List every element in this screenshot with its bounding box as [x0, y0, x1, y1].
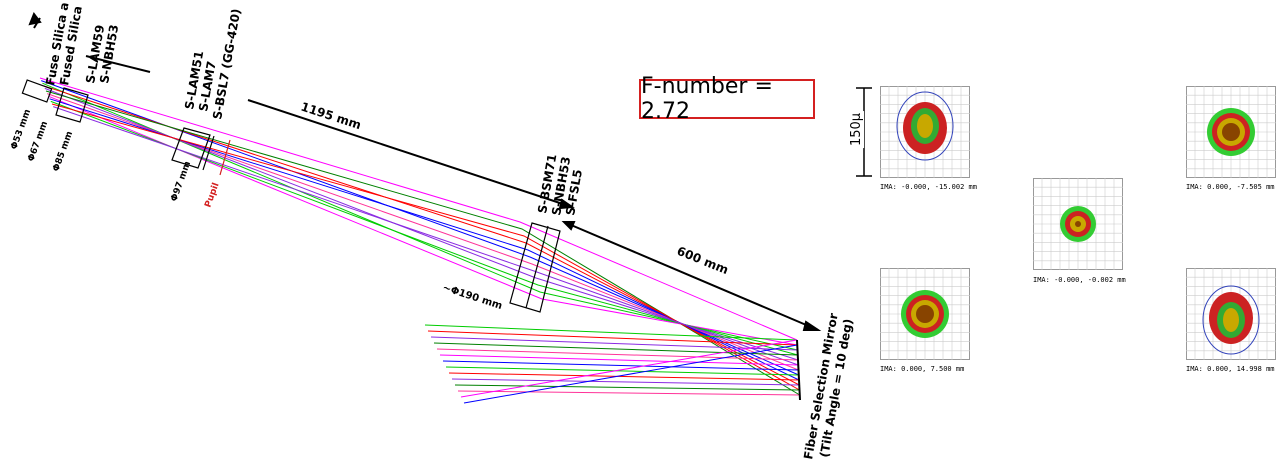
spot-grid — [880, 268, 970, 360]
spot-caption-2: IMA: 0.000, -7.505 mm — [1186, 183, 1275, 191]
reflected-ray — [439, 354, 799, 366]
scale-bar: 150μ — [849, 86, 876, 178]
label-dim-97: Φ97 mm — [169, 160, 193, 203]
ray — [43, 85, 800, 386]
reflected-ray — [448, 372, 800, 381]
ray — [45, 90, 801, 396]
ray — [44, 87, 799, 361]
reflected-ray — [424, 324, 798, 341]
spot-grid — [880, 86, 970, 178]
spot-caption-3: IMA: -0.000, -0.002 mm — [1033, 276, 1126, 284]
spot-grid — [1186, 86, 1276, 178]
spot-diagram-4 — [880, 268, 970, 360]
ray — [47, 93, 799, 371]
reflected-ray — [436, 348, 799, 361]
lens-group-front — [21, 79, 89, 123]
reflected-ray — [457, 390, 800, 396]
f-number-text: F-number = 2.72 — [641, 74, 773, 124]
ray — [51, 103, 800, 391]
label-dim-53: Φ53 mm — [9, 108, 33, 151]
reflected-ray — [454, 384, 800, 391]
label-dim-85: Φ85 mm — [51, 130, 75, 173]
ray — [49, 98, 800, 381]
ray — [39, 77, 798, 341]
scale-label: 150μ — [849, 110, 865, 149]
reflected-ray — [442, 360, 799, 371]
diagram-labels: Fuse Silica a Fused Silica S-LAM59 S-NBH… — [9, 1, 855, 460]
reflected-ray — [445, 366, 799, 376]
reflected-ray — [433, 342, 798, 356]
f-number-box: F-number = 2.72 — [639, 74, 815, 124]
ray — [50, 100, 798, 356]
spot-caption-4: IMA: 0.000, 7.500 mm — [880, 365, 965, 373]
spot-diagram-2 — [1186, 86, 1276, 178]
reflected-ray — [451, 378, 800, 386]
ray-bundle — [39, 77, 801, 404]
spot-diagram-1 — [880, 86, 970, 178]
spot-caption-5: IMA: 0.000, 14.998 mm — [1186, 365, 1275, 373]
reflected-ray — [460, 339, 798, 398]
spot-diagram-5 — [1186, 268, 1276, 360]
label-dim-190: ~Φ190 mm — [441, 282, 503, 312]
spot-grid — [1186, 268, 1276, 360]
fiber-selection-mirror — [796, 339, 801, 401]
dimension-arrows — [28, 11, 822, 331]
spot-diagram-3 — [1033, 178, 1123, 270]
ray — [48, 95, 798, 346]
reflected-ray — [430, 336, 798, 351]
spot-caption-1: IMA: -0.000, -15.002 mm — [880, 183, 977, 191]
ray — [41, 80, 799, 376]
label-pupil: Pupil — [203, 182, 221, 209]
lens-group-rear — [509, 222, 561, 313]
reflected-ray — [463, 344, 798, 404]
lens-group-middle — [171, 127, 231, 176]
ray — [53, 106, 799, 366]
spot-grid — [1033, 178, 1123, 270]
label-dim-67: Φ67 mm — [26, 120, 50, 163]
reflected-ray — [427, 330, 798, 346]
